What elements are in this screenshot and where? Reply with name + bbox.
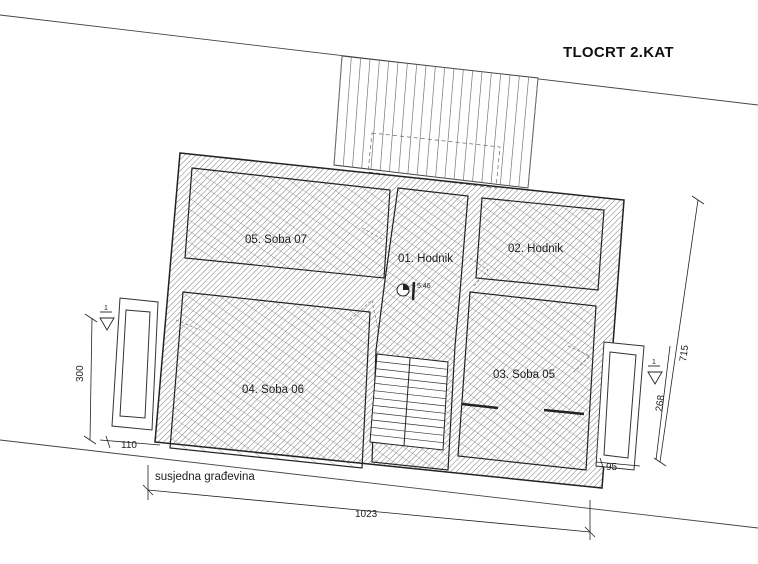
room-hodnik-02 xyxy=(475,197,605,291)
room-soba-07 xyxy=(184,167,391,279)
room-label-hodnik-01: 01. Hodnik xyxy=(398,253,453,265)
section-marker-left-label: 1 xyxy=(104,305,108,312)
dim-left-height: 300 xyxy=(75,365,86,382)
room-label-soba-07: 05. Soba 07 xyxy=(245,234,307,246)
room-label-soba-06: 04. Soba 06 xyxy=(242,384,304,396)
section-markers xyxy=(99,311,663,385)
level-text: + 5.46 xyxy=(411,283,431,290)
side-balconies xyxy=(111,297,645,471)
level-marker: + 5.46 xyxy=(396,283,431,297)
room-soba-06 xyxy=(169,291,371,469)
room-soba-05 xyxy=(457,291,597,471)
plan-title: TLOCRT 2.KAT xyxy=(563,44,674,61)
section-marker-right-label: 1 xyxy=(652,359,656,366)
dim-right-height: 268 xyxy=(654,394,667,412)
dim-right-total: 715 xyxy=(678,344,691,362)
balcony-top xyxy=(333,55,539,189)
dim-total-width: 1023 xyxy=(355,509,378,520)
dim-right-offset: 95 xyxy=(606,462,618,473)
rooms xyxy=(169,167,605,471)
room-labels: 05. Soba 07 01. Hodnik 02. Hodnik 04. So… xyxy=(242,234,563,396)
door-swings xyxy=(175,227,591,373)
neighbor-label: susjedna građevina xyxy=(155,471,255,483)
staircase xyxy=(369,353,449,451)
dim-left-offset: 110 xyxy=(121,440,137,451)
room-label-hodnik-02: 02. Hodnik xyxy=(508,243,563,255)
room-label-soba-05: 03. Soba 05 xyxy=(493,369,555,381)
dimension-lines xyxy=(83,195,705,540)
wall-stubs xyxy=(411,281,585,416)
dimension-texts: 1023 300 110 715 268 95 xyxy=(75,344,691,520)
